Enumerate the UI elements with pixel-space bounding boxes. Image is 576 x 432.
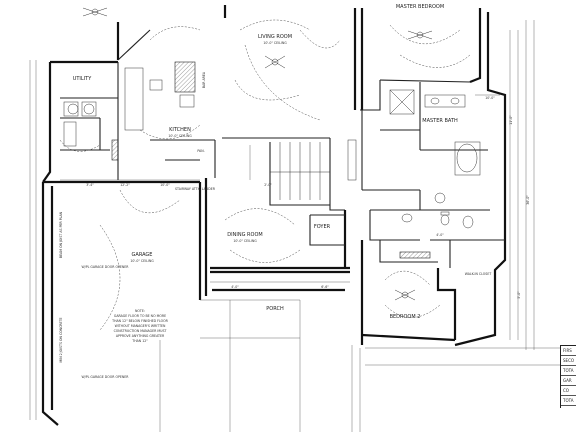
legend-row: TOTA bbox=[561, 366, 576, 376]
joist-note-2: MIN 2 JOISTS ON CONCRETE bbox=[59, 318, 63, 363]
master-bath-label: MASTER BATH bbox=[422, 118, 458, 124]
dimension-text: 12'-2" bbox=[120, 183, 130, 187]
foyer-label: FOYER bbox=[314, 224, 331, 230]
dimension-text: 5'-0" bbox=[517, 291, 521, 299]
svg-text:THAN 12": THAN 12" bbox=[131, 339, 148, 343]
legend-row: CO bbox=[561, 386, 576, 396]
legend-row: TOTA bbox=[561, 396, 576, 406]
kitchen-ceiling: 10'-0" CEILING bbox=[168, 134, 192, 138]
ceiling-fans bbox=[82, 7, 433, 301]
svg-text:THAN 12" BELOW FINISHED FLOOR: THAN 12" BELOW FINISHED FLOOR bbox=[111, 319, 169, 323]
utility-label: UTILITY bbox=[73, 76, 93, 82]
svg-text:GARAGE FLOOR TO BE NO MORE: GARAGE FLOOR TO BE NO MORE bbox=[114, 314, 166, 318]
dining-room-label: DINING ROOM bbox=[227, 232, 262, 238]
svg-text:NOTE:: NOTE: bbox=[135, 309, 145, 313]
legend-row: GAR bbox=[561, 376, 576, 386]
dimension-text: 6'-6" bbox=[321, 285, 329, 289]
dining-room-ceiling: 10'-0" CEILING bbox=[233, 239, 257, 243]
svg-text:APPROVE ANYTHING GREATER: APPROVE ANYTHING GREATER bbox=[116, 334, 165, 338]
garage-door-opener-note-1: W/PL GARAGE DOOR OPENER bbox=[81, 265, 129, 269]
dimension-text: 2'-0" bbox=[264, 183, 272, 187]
exterior-walls bbox=[41, 5, 507, 426]
dimension-text: 4'-0" bbox=[231, 285, 239, 289]
dimension-text: 10'-0" bbox=[160, 183, 170, 187]
dimension-text: 4'-0" bbox=[436, 233, 444, 237]
garage-ceiling: 10'-0" CEILING bbox=[130, 259, 154, 263]
garage-note: NOTE: GARAGE FLOOR TO BE NO MORE THAN 12… bbox=[111, 309, 169, 343]
fixtures bbox=[63, 61, 481, 259]
dimension-text: 36'-0" bbox=[526, 195, 530, 205]
garage-label: GARAGE bbox=[132, 252, 153, 258]
bedroom-2-label: BEDROOM 2 bbox=[390, 314, 421, 320]
bar-area-label: BAR AREA bbox=[202, 71, 206, 88]
walk-in-closet-label: WALK-IN CLOSET bbox=[465, 272, 492, 276]
master-bedroom-label: MASTER BEDROOM bbox=[396, 4, 444, 10]
dimension-lines bbox=[29, 20, 560, 432]
interior-walls bbox=[60, 29, 505, 268]
joist-note-1: BEAM ON JOIST AS PER PLAN bbox=[59, 211, 63, 258]
legend-row: FIRS bbox=[561, 346, 576, 356]
attic-ladder-note: STAIRWAY ATTIC LADDER bbox=[175, 187, 216, 191]
porch-label: PORCH bbox=[266, 306, 284, 312]
living-room-label: LIVING ROOM bbox=[258, 34, 292, 40]
dimension-text: 3'-4" bbox=[86, 183, 94, 187]
area-legend-table: FIRS SECO TOTA GAR CO TOTA bbox=[560, 345, 576, 408]
pantry-label: PAN. bbox=[197, 149, 204, 153]
living-room-ceiling: 10'-0" CEILING bbox=[263, 41, 287, 45]
dimension-text: 10'-0" bbox=[485, 96, 495, 100]
garage-door-opener-note-2: W/PL GARAGE DOOR OPENER bbox=[81, 375, 129, 379]
dimension-text: 11'-0" bbox=[509, 115, 513, 125]
kitchen-label: KITCHEN bbox=[169, 127, 191, 133]
svg-text:CONSTRUCTION MANAGER MUST: CONSTRUCTION MANAGER MUST bbox=[114, 329, 167, 333]
svg-text:WITHOUT MANAGER'S WRITTEN: WITHOUT MANAGER'S WRITTEN bbox=[115, 324, 166, 328]
electrical-circuits bbox=[59, 19, 471, 331]
legend-row: SECO bbox=[561, 356, 576, 366]
